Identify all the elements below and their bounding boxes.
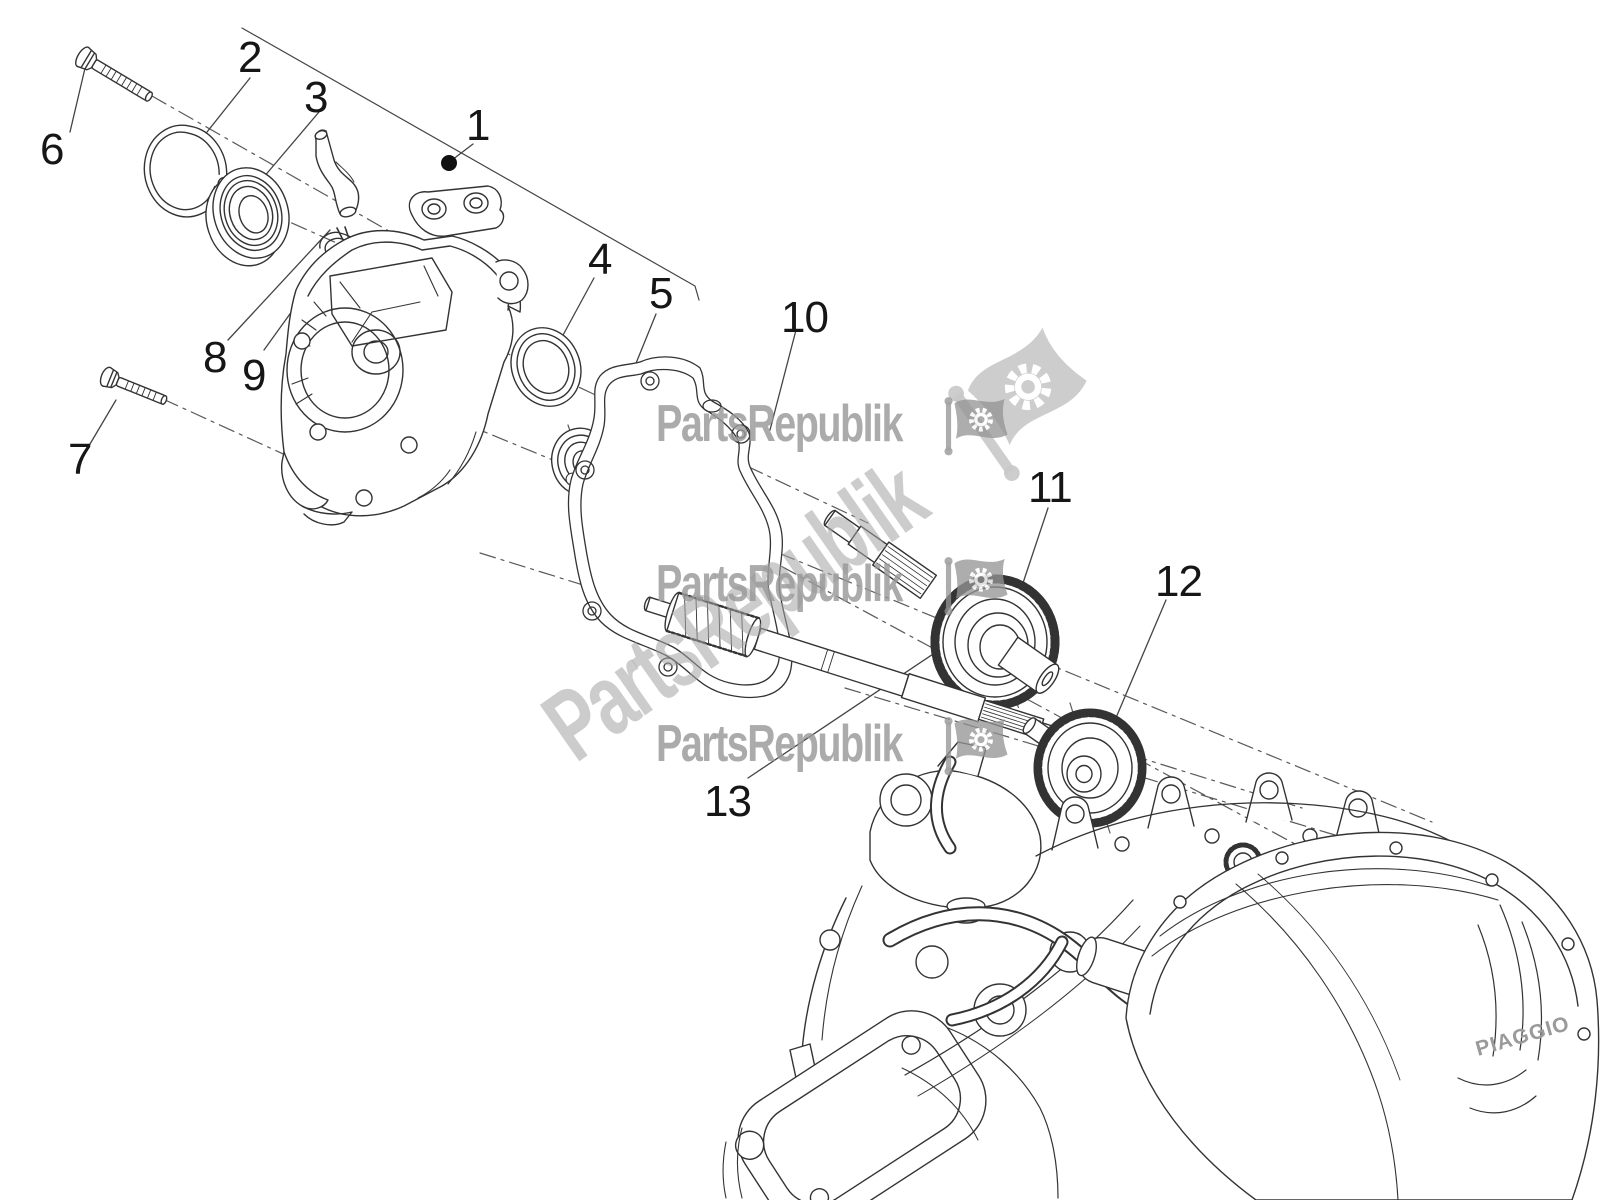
reduction-gear-cover xyxy=(280,185,529,526)
callout-4: 4 xyxy=(588,235,613,284)
callout-7: 7 xyxy=(68,435,93,484)
flange-bolt-6 xyxy=(75,46,153,102)
callout-13: 13 xyxy=(704,777,752,826)
callout-10: 10 xyxy=(781,293,829,342)
flange-bolt-7 xyxy=(99,366,168,405)
callout-11: 11 xyxy=(1028,463,1073,512)
callout-3: 3 xyxy=(304,73,329,122)
breather-pipe xyxy=(314,129,360,218)
callout-5: 5 xyxy=(649,269,674,318)
callout-1: 1 xyxy=(466,101,491,150)
group-bracket-line xyxy=(241,27,700,301)
callout-8: 8 xyxy=(203,333,228,382)
oil-seal xyxy=(510,327,582,407)
pinion-shaft-13 xyxy=(643,591,1062,741)
item-1-dot-marker xyxy=(441,155,457,171)
callout-12: 12 xyxy=(1155,557,1203,606)
callout-2: 2 xyxy=(238,33,263,82)
callout-6: 6 xyxy=(40,125,65,174)
bearing-3 xyxy=(205,167,290,267)
callout-9: 9 xyxy=(242,351,267,400)
engine-crankcase-assembly: PIAGGIO xyxy=(722,741,1600,1200)
